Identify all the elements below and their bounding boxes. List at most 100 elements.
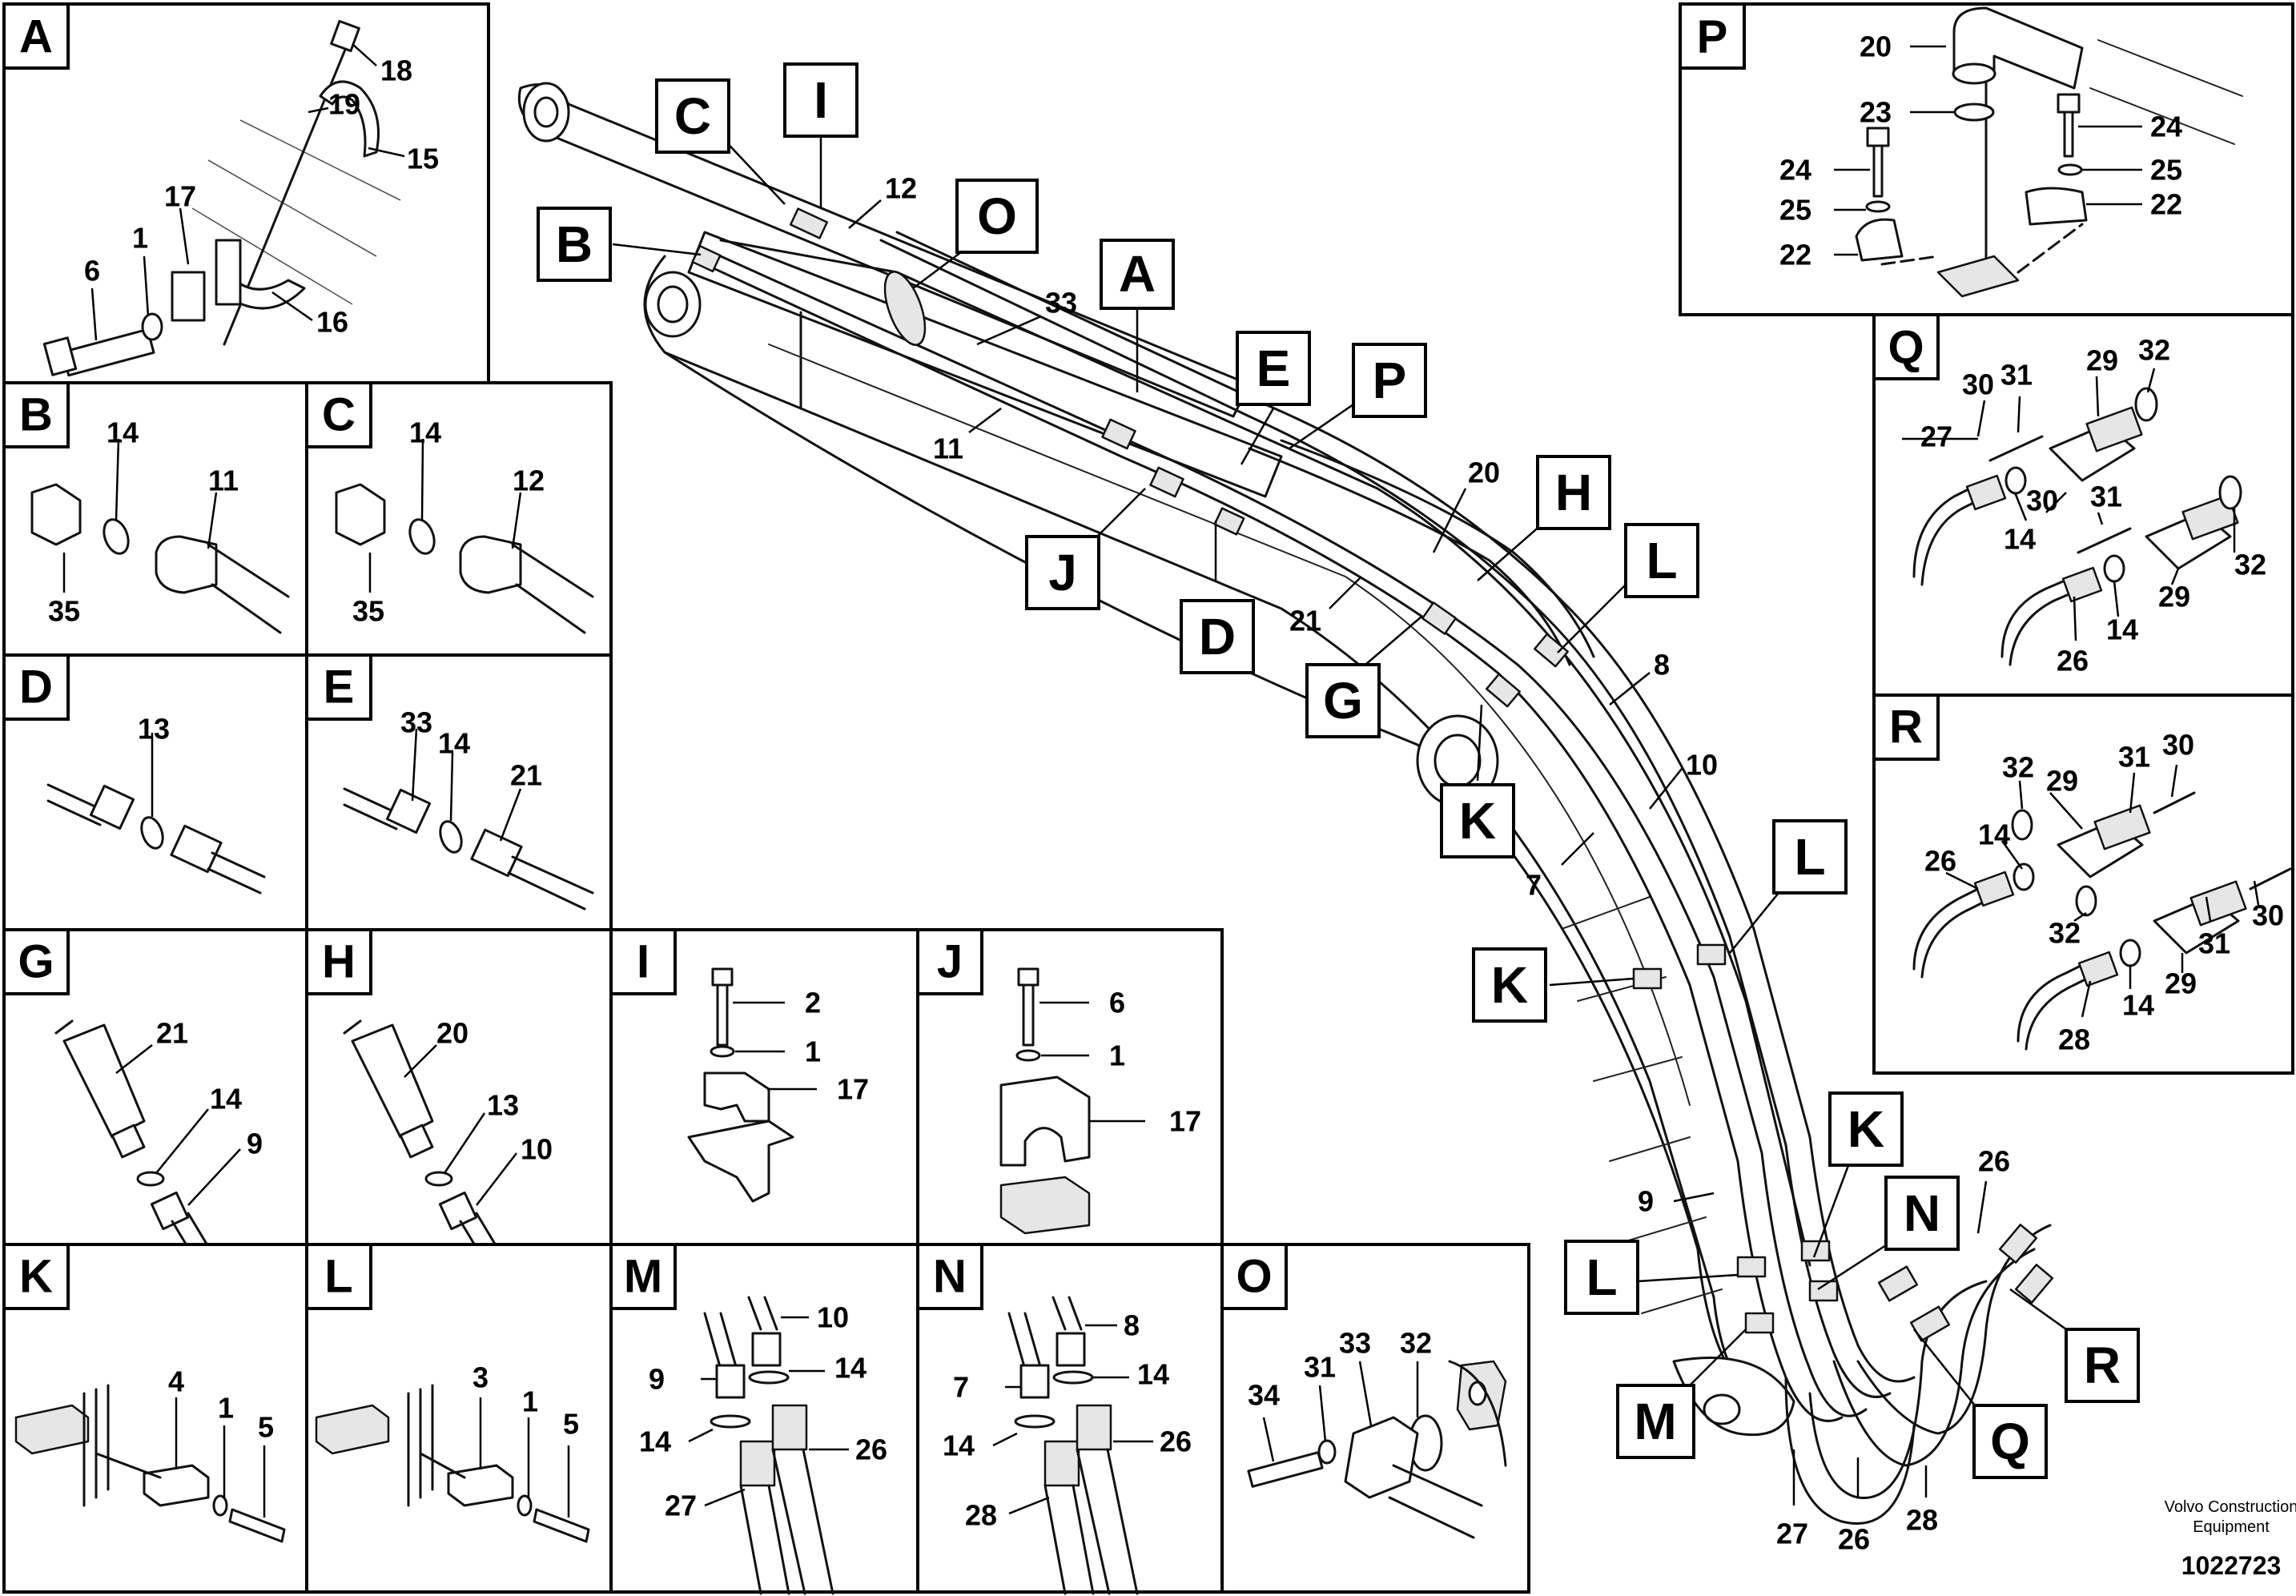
main-callout-tags: C I B O A E P J D H — [537, 62, 2140, 1479]
panel-c-label: C — [322, 389, 356, 441]
svg-text:16: 16 — [316, 306, 348, 339]
svg-text:14: 14 — [1978, 818, 2010, 851]
tag-l-3: L — [1586, 1248, 1617, 1306]
svg-text:35: 35 — [352, 595, 384, 628]
svg-text:28: 28 — [1906, 1504, 1938, 1537]
panel-m: M 10 9 14 14 26 27 — [609, 1243, 919, 1595]
tag-k-3: K — [1848, 1100, 1884, 1158]
tag-i: I — [814, 71, 828, 129]
main-part-numbers: 12 33 11 20 21 8 10 7 9 27 26 28 26 — [848, 172, 2010, 1556]
svg-text:28: 28 — [965, 1499, 997, 1532]
svg-text:29: 29 — [2086, 344, 2118, 377]
svg-text:9: 9 — [649, 1363, 665, 1396]
svg-text:26: 26 — [1160, 1425, 1192, 1458]
tag-p: P — [1373, 352, 1407, 409]
svg-text:31: 31 — [2090, 480, 2122, 513]
tag-d: D — [1199, 608, 1236, 665]
panel-n-label: N — [933, 1251, 967, 1303]
svg-text:1: 1 — [522, 1385, 538, 1418]
svg-text:10: 10 — [1686, 749, 1718, 782]
tag-h: H — [1555, 464, 1592, 521]
svg-text:32: 32 — [2002, 751, 2034, 784]
svg-text:15: 15 — [407, 143, 439, 175]
tag-j: J — [1048, 544, 1077, 601]
tag-n: N — [1904, 1184, 1940, 1242]
panel-j: J 6 1 17 — [916, 928, 1224, 1246]
svg-text:24: 24 — [2150, 111, 2182, 143]
tag-b: B — [556, 215, 593, 273]
svg-text:12: 12 — [513, 464, 545, 497]
svg-text:29: 29 — [2165, 967, 2197, 1000]
svg-text:29: 29 — [2046, 765, 2078, 798]
svg-text:23: 23 — [1860, 96, 1892, 129]
svg-text:26: 26 — [855, 1433, 887, 1466]
svg-text:14: 14 — [438, 727, 470, 760]
svg-text:24: 24 — [1779, 154, 1811, 187]
tag-e: E — [1257, 340, 1291, 397]
panel-r-label: R — [1889, 702, 1923, 754]
svg-text:30: 30 — [2162, 729, 2194, 762]
svg-text:14: 14 — [210, 1083, 242, 1116]
svg-text:32: 32 — [2049, 917, 2081, 950]
svg-text:13: 13 — [487, 1089, 519, 1122]
svg-text:31: 31 — [2198, 927, 2230, 960]
tag-k-1: K — [1459, 792, 1496, 850]
svg-text:27: 27 — [1776, 1518, 1808, 1550]
svg-text:14: 14 — [943, 1429, 975, 1462]
svg-text:32: 32 — [1400, 1327, 1432, 1360]
svg-text:27: 27 — [665, 1489, 697, 1522]
svg-text:20: 20 — [436, 1017, 468, 1050]
svg-text:8: 8 — [1654, 649, 1670, 681]
svg-text:31: 31 — [2000, 359, 2033, 392]
panel-g: G 21 14 9 — [2, 928, 308, 1283]
panel-h-label: H — [322, 936, 356, 988]
panel-b-label: B — [19, 389, 53, 441]
svg-text:1: 1 — [218, 1392, 234, 1425]
panel-a: A 18 19 15 16 17 1 6 — [2, 2, 490, 384]
svg-text:14: 14 — [107, 416, 139, 449]
svg-text:7: 7 — [1526, 869, 1542, 902]
panel-q: Q 27 30 31 29 32 30 31 14 32 29 — [1872, 313, 2294, 697]
svg-text:1: 1 — [132, 222, 148, 255]
svg-text:30: 30 — [2252, 899, 2284, 932]
svg-text:22: 22 — [1779, 239, 1811, 271]
svg-text:10: 10 — [817, 1301, 849, 1334]
svg-text:26: 26 — [1838, 1523, 1870, 1556]
svg-text:28: 28 — [2058, 1023, 2090, 1056]
svg-text:33: 33 — [1339, 1327, 1371, 1360]
panel-o: O 34 31 33 32 — [1220, 1243, 1530, 1594]
svg-text:17: 17 — [837, 1073, 869, 1106]
boom-arm-drawing — [517, 82, 2054, 1525]
svg-text:2: 2 — [805, 987, 821, 1019]
panel-j-label: J — [937, 936, 963, 988]
svg-text:14: 14 — [2122, 989, 2154, 1022]
panel-r: R 32 29 31 30 14 26 32 31 30 29 — [1872, 693, 2294, 1075]
panel-q-label: Q — [1888, 322, 1924, 374]
svg-text:4: 4 — [168, 1365, 184, 1398]
document-number: 1022723 — [2181, 1551, 2282, 1580]
panel-k-label: K — [19, 1251, 53, 1303]
tag-r: R — [2084, 1337, 2121, 1394]
svg-text:20: 20 — [1468, 456, 1500, 489]
svg-text:6: 6 — [84, 255, 100, 287]
svg-text:22: 22 — [2150, 188, 2182, 221]
svg-text:11: 11 — [933, 432, 963, 465]
panel-d: D 13 — [2, 653, 308, 931]
svg-text:5: 5 — [258, 1411, 274, 1444]
svg-text:9: 9 — [247, 1128, 263, 1160]
svg-text:18: 18 — [380, 54, 412, 87]
svg-text:13: 13 — [138, 713, 170, 746]
svg-text:32: 32 — [2138, 334, 2170, 367]
svg-text:25: 25 — [2150, 154, 2182, 187]
svg-text:20: 20 — [1860, 30, 1892, 63]
svg-text:6: 6 — [1109, 987, 1125, 1019]
svg-text:29: 29 — [2158, 581, 2190, 613]
svg-text:25: 25 — [1779, 194, 1811, 227]
svg-text:14: 14 — [2106, 613, 2138, 646]
svg-text:5: 5 — [563, 1408, 579, 1441]
panel-l: L 3 1 5 — [305, 1243, 613, 1594]
svg-text:35: 35 — [48, 595, 80, 628]
svg-text:33: 33 — [1045, 287, 1077, 320]
panel-g-label: G — [18, 936, 54, 988]
